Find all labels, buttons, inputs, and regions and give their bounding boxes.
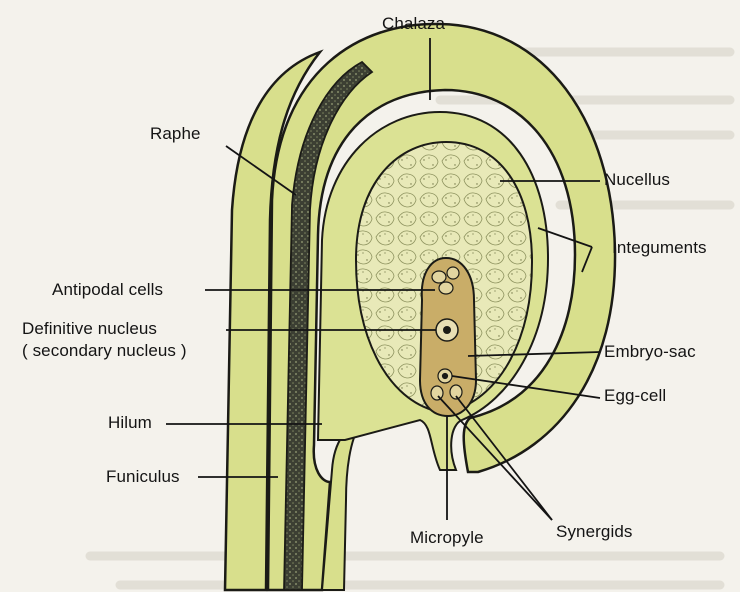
label-chalaza: Chalaza bbox=[382, 14, 445, 34]
label-definitive-nucleus: Definitive nucleus ( secondary nucleus ) bbox=[22, 318, 187, 362]
label-raphe: Raphe bbox=[150, 124, 201, 144]
label-nucellus: Nucellus bbox=[604, 170, 670, 190]
label-antipodal-cells: Antipodal cells bbox=[52, 280, 163, 300]
label-synergids: Synergids bbox=[556, 522, 633, 542]
label-egg-cell: Egg-cell bbox=[604, 386, 666, 406]
definitive-nucleus bbox=[436, 319, 458, 341]
label-embryo-sac: Embryo-sac bbox=[604, 342, 696, 362]
label-definitive-nucleus-line1: Definitive nucleus bbox=[22, 318, 187, 340]
label-hilum: Hilum bbox=[108, 413, 152, 433]
label-micropyle: Micropyle bbox=[410, 528, 484, 548]
label-integuments: Integuments bbox=[612, 238, 707, 258]
label-funiculus: Funiculus bbox=[106, 467, 180, 487]
label-secondary-nucleus: ( secondary nucleus ) bbox=[22, 340, 187, 362]
